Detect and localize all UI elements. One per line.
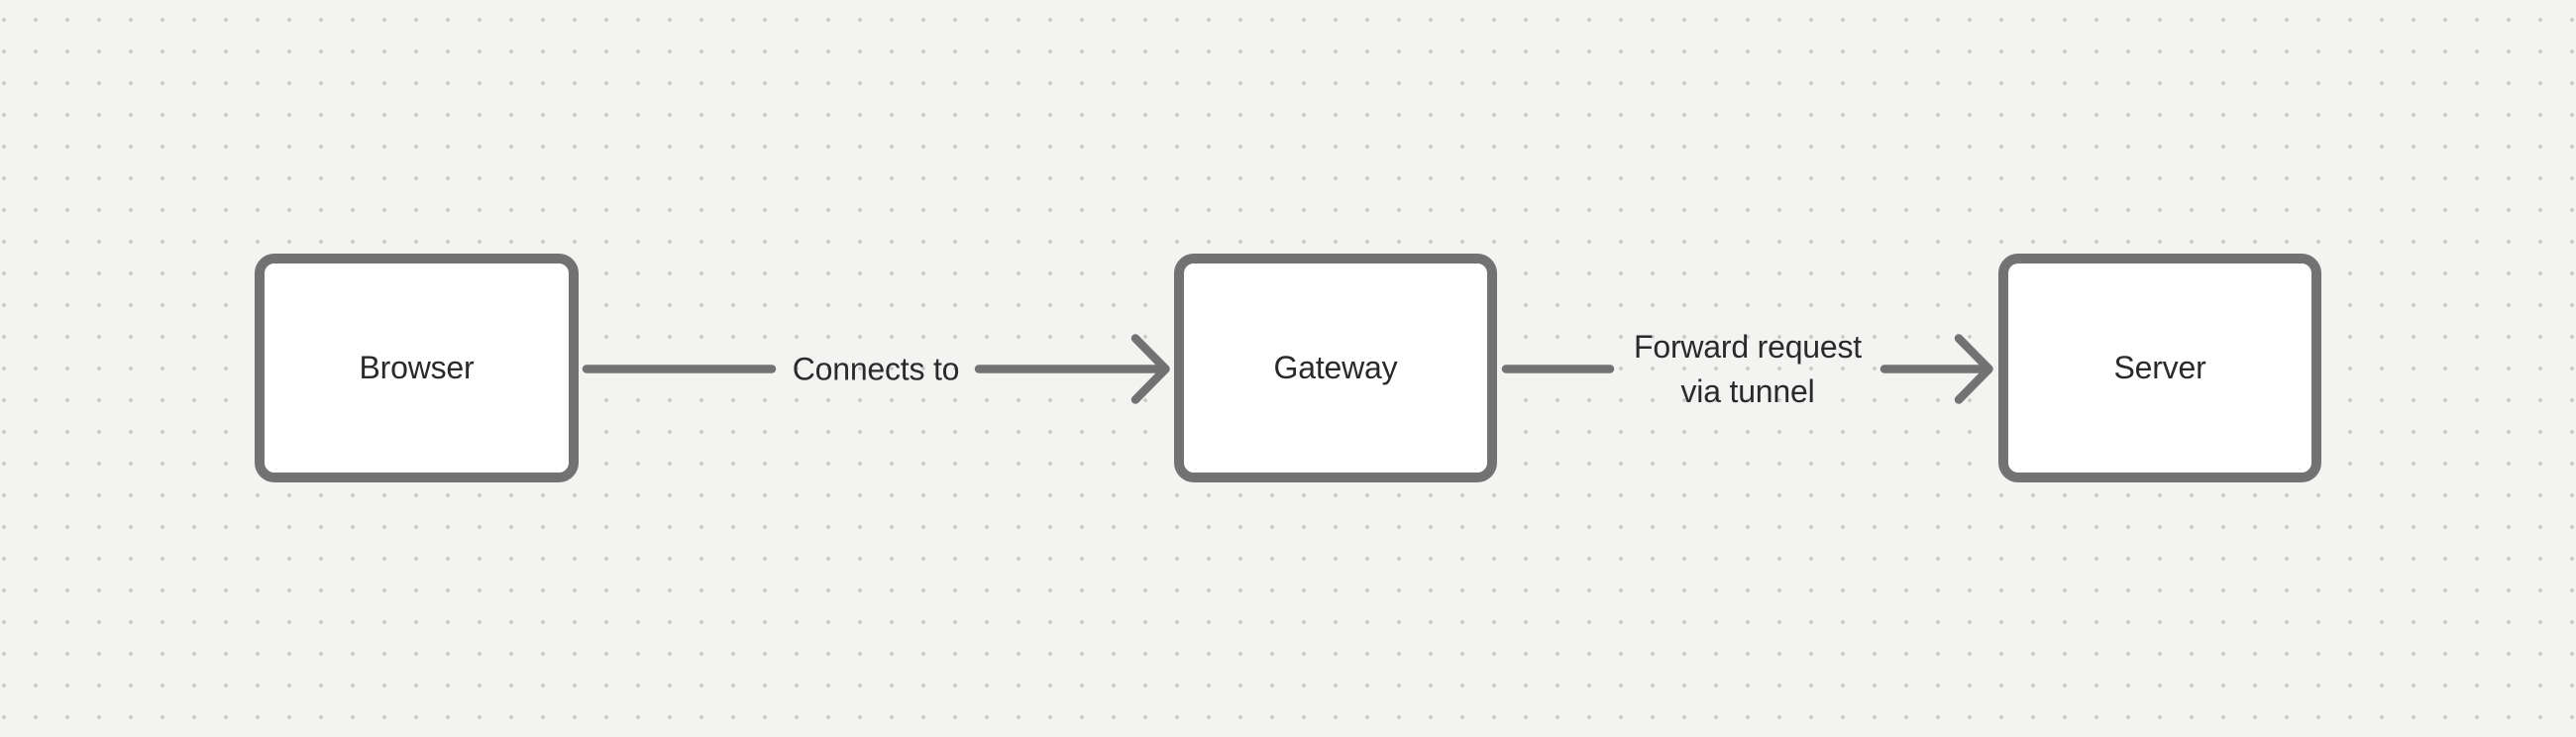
node-gateway-label: Gateway [1273, 350, 1398, 385]
connector-gateway-server[interactable] [1501, 334, 1993, 404]
connector-label-connects-to[interactable]: Connects to [792, 351, 960, 387]
node-browser-label: Browser [359, 350, 475, 385]
connector-label-line-1: Forward request [1634, 329, 1862, 365]
connector-label-line-2: via tunnel [1680, 373, 1815, 409]
node-server-label: Server [2113, 350, 2206, 385]
arrowhead-chevron-icon [1130, 334, 1170, 404]
connector-browser-gateway[interactable] [582, 334, 1170, 404]
connector-label-forward-request[interactable]: Forward request via tunnel [1634, 325, 1862, 414]
node-browser[interactable]: Browser [255, 254, 579, 482]
node-server[interactable]: Server [1998, 254, 2321, 482]
node-gateway[interactable]: Gateway [1174, 254, 1497, 482]
arrowhead-chevron-icon [1954, 334, 1993, 404]
